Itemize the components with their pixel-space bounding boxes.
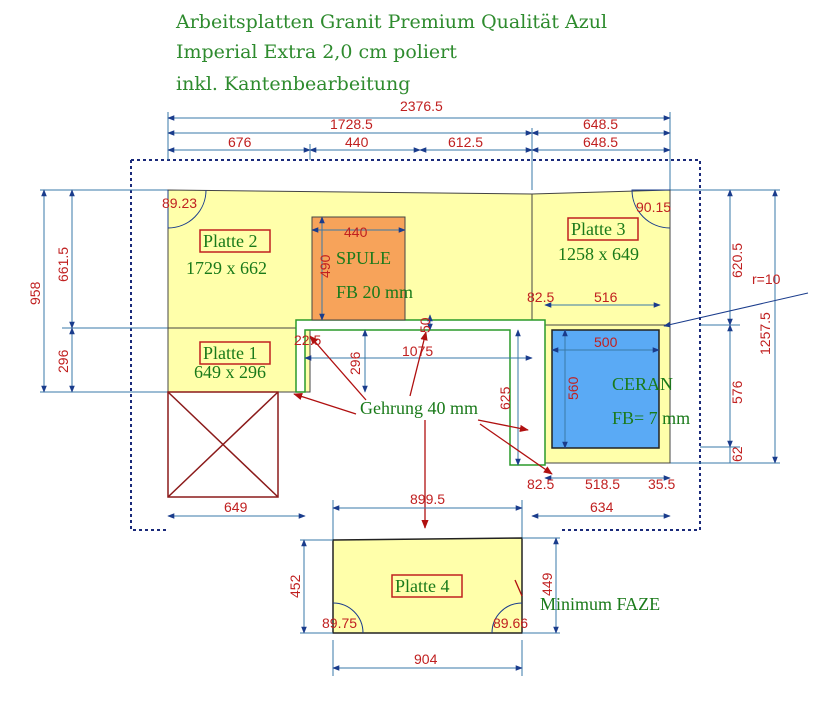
plate-1-size: 649 x 296 [194,362,266,382]
dim-1075: 1075 [402,343,433,359]
dim-634: 634 [590,499,614,515]
dim-452: 452 [287,574,303,598]
dim-449: 449 [539,572,555,596]
ceran-fb: FB= 7 mm [612,408,690,428]
ceran-width: 500 [594,334,618,350]
angle-tr: 90.15 [636,199,671,215]
angle-bl: 89.75 [322,615,357,631]
angle-br: 89.66 [493,615,528,631]
header-line-1: Arbeitsplatten Granit Premium Qualität A… [175,11,607,33]
dim-82-top: 82.5 [527,289,554,305]
plate-1-shape [167,327,311,393]
sink-width: 440 [344,224,368,240]
dim-904: 904 [414,651,438,667]
header-line-2: Imperial Extra 2,0 cm poliert [176,41,457,63]
sink-fb: FB 20 mm [336,282,413,302]
dim-62: 62 [729,446,745,462]
plate-3-tag [567,217,639,241]
ceran-label: CERAN [612,374,673,394]
dim-left-span: 1728.5 [330,116,373,132]
dim-296-inner: 296 [347,351,363,375]
header-line-3: inkl. Kantenbearbeitung [176,73,410,95]
plate-1-tag [199,341,271,365]
ceran-height: 560 [565,376,581,400]
dim-22: 22.5 [294,332,321,348]
sink-label: SPULE [336,248,391,268]
dim-649: 649 [224,499,248,515]
dim-440-top: 440 [345,134,369,150]
dim-right-span-a: 648.5 [583,116,618,132]
plate-3-name: Platte 3 [571,219,626,239]
plate-4-tag [391,574,463,598]
plate-2-size: 1729 x 662 [186,258,267,278]
plate-4-name: Platte 4 [395,576,450,596]
dim-620: 620.5 [729,243,745,278]
plate-2-tag [199,229,271,253]
dim-1257: 1257.5 [757,312,773,355]
plate-2-name: Platte 2 [203,231,258,251]
dim-661: 661.5 [55,247,71,282]
dim-676: 676 [228,134,252,150]
dim-625: 625 [497,386,513,410]
sink-cutout [311,216,406,321]
dim-516: 516 [594,289,618,305]
dim-576: 576 [729,380,745,404]
dim-518: 518.5 [585,476,620,492]
angle-arc-tl [167,189,207,229]
radius-label: r=10 [752,271,781,287]
dim-296-left: 296 [55,349,71,373]
faze-note: Minimum FAZE [540,594,660,614]
dim-50: 50 [417,317,433,333]
dim-35: 35.5 [648,476,675,492]
gehrung-label: Gehrung 40 mm [360,398,478,418]
angle-tl: 89.23 [162,195,197,211]
dim-82-bottom: 82.5 [527,476,554,492]
dim-right-span-b: 648.5 [583,134,618,150]
sink-height: 490 [317,254,333,278]
plate-1-name: Platte 1 [203,343,258,363]
plate-3-size: 1258 x 649 [558,244,639,264]
room-outline [130,159,701,531]
dim-612: 612.5 [448,134,483,150]
dim-958: 958 [27,281,43,305]
angle-arc-tr [631,189,671,229]
dim-total: 2376.5 [400,98,443,114]
dim-899: 899.5 [410,491,445,507]
